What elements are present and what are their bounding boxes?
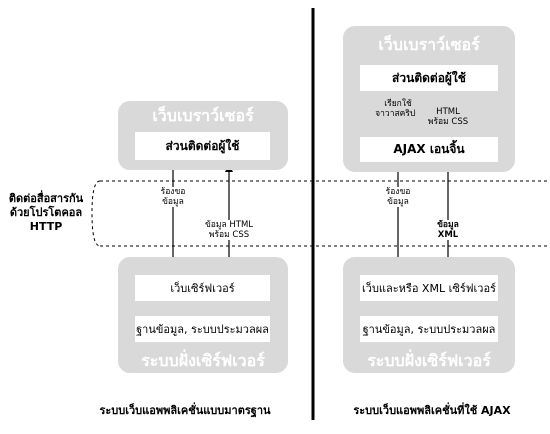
right-db-box: ฐานข้อมูล, ระบบประมวลผล <box>360 316 498 342</box>
left-browser-label: เว็บเบราว์เซอร์ <box>152 106 254 125</box>
left-server-label: ระบบฝั่งเซิร์ฟเวอร์ <box>141 351 265 370</box>
right-server-label: ระบบฝั่งเซิร์ฟเวอร์ <box>367 351 491 370</box>
left-caption: ระบบเว็บแอพพลิเคชั่นแบบมาตรฐาน <box>99 404 271 417</box>
http-band <box>91 180 550 247</box>
right-browser-label: เว็บเบราว์เซอร์ <box>378 35 480 54</box>
right-html-label: HTML พร้อม CSS <box>416 107 480 127</box>
left-response-label: ข้อมูล HTML พร้อม CSS <box>196 220 262 240</box>
right-request-label: ร้องขอ ข้อมูล <box>368 187 428 207</box>
right-caption: ระบบเว็บแอพพลิเคชั่นที่ใช้ AJAX <box>353 404 511 417</box>
protocol-label: ติดต่อสื่อสารกัน ด้วยโปรโตคอล HTTP <box>8 192 84 233</box>
left-request-label: ร้องขอ ข้อมูล <box>140 187 206 207</box>
left-webserver-box: เว็บเซิร์ฟเวอร์ <box>135 275 270 301</box>
right-ui-box: ส่วนติดต่อผู้ใช้ <box>360 65 498 91</box>
left-db-box: ฐานข้อมูล, ระบบประมวลผล <box>135 316 270 342</box>
right-ajax-box: AJAX เอนจิ้น <box>360 137 498 162</box>
left-ui-box: ส่วนติดต่อผู้ใช้ <box>135 132 270 160</box>
right-xml-label: ข้อมูล XML <box>424 220 472 240</box>
right-webserver-box: เว็บและหรือ XML เซิร์ฟเวอร์ <box>360 275 498 301</box>
